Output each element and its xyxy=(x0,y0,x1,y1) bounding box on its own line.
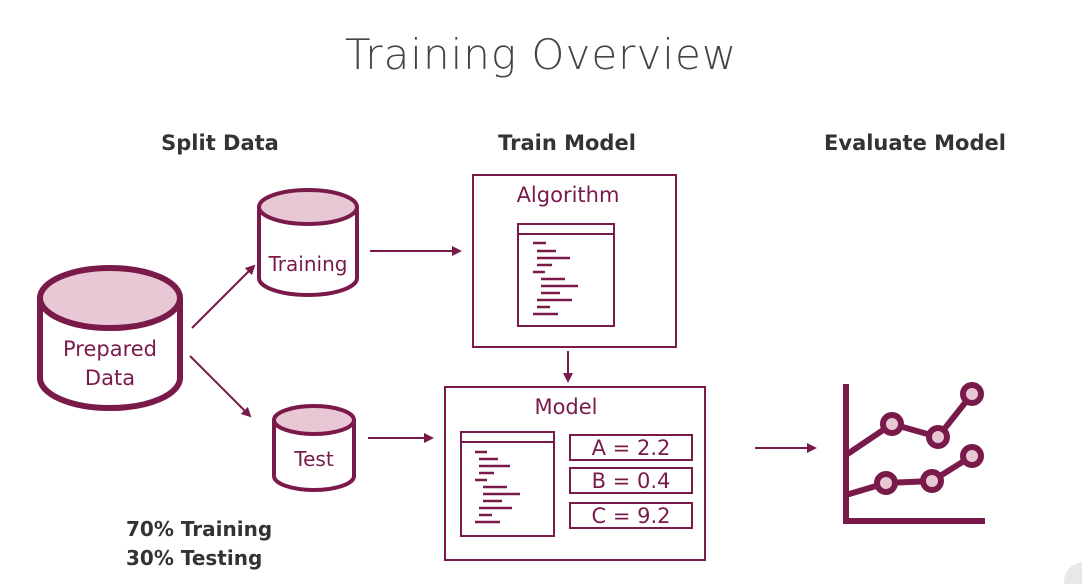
test-label: Test xyxy=(293,447,334,471)
split-ratio-training: 70% Training xyxy=(126,517,273,541)
arrow-to-training xyxy=(191,264,256,329)
prepared-data-label-line1: Prepared xyxy=(63,337,157,361)
training-label: Training xyxy=(268,252,348,276)
param-box-b: B = 0.4 xyxy=(569,467,693,494)
split-ratio-testing: 30% Testing xyxy=(126,546,263,570)
param-b-text: B = 0.4 xyxy=(592,469,671,493)
prepared-data-cylinder: Prepared Data xyxy=(37,265,183,411)
heading-train-model: Train Model xyxy=(498,131,636,155)
param-box-c: C = 9.2 xyxy=(569,502,693,529)
prepared-data-label-line2: Data xyxy=(85,366,135,390)
algorithm-code-window xyxy=(517,223,615,327)
model-label: Model xyxy=(534,395,597,419)
slide-title: Training Overview xyxy=(344,30,738,79)
model-code-window xyxy=(460,431,555,537)
test-cylinder: Test xyxy=(272,404,356,492)
training-cylinder: Training xyxy=(257,188,359,297)
evaluation-chart-icon xyxy=(843,382,985,524)
param-box-a: A = 2.2 xyxy=(569,434,693,461)
param-c-text: C = 9.2 xyxy=(591,504,670,528)
arrow-to-test xyxy=(189,355,252,418)
heading-evaluate-model: Evaluate Model xyxy=(824,131,1006,155)
algorithm-label: Algorithm xyxy=(517,183,620,207)
heading-split-data: Split Data xyxy=(161,131,279,155)
param-a-text: A = 2.2 xyxy=(592,436,671,460)
corner-overlay-icon xyxy=(1064,562,1082,584)
